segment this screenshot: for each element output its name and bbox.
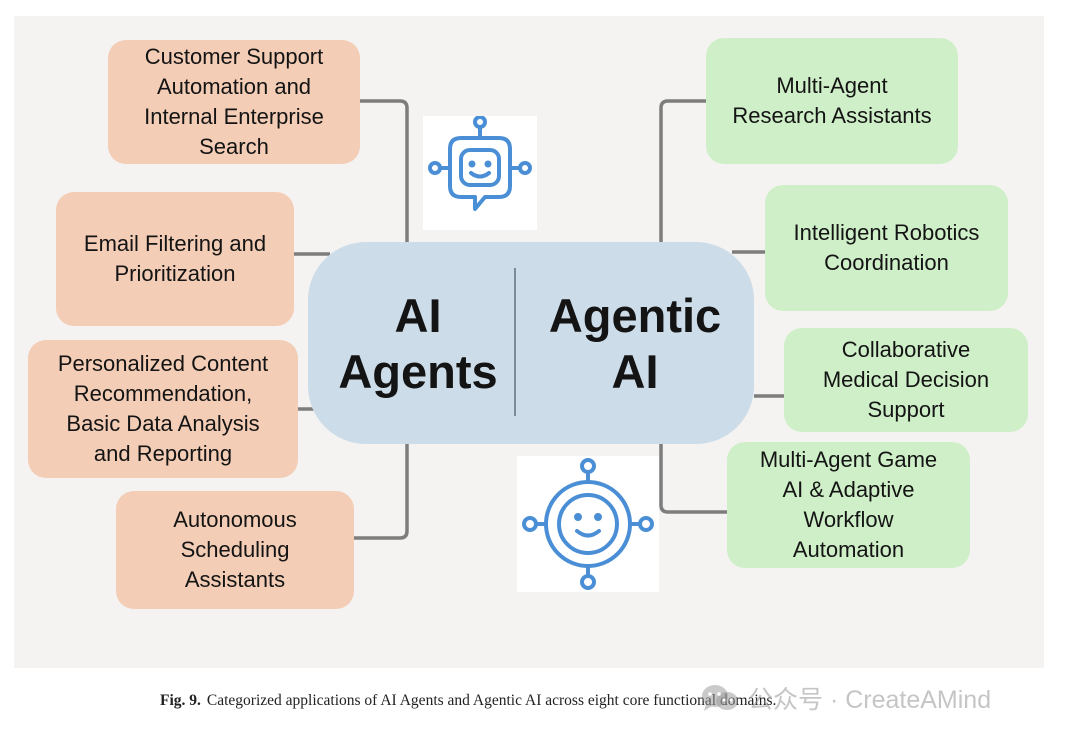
domain-label: Collaborative Medical Decision Support	[822, 337, 990, 422]
hub-title-ai-agents: AI Agents	[338, 289, 498, 398]
caption-label: Fig. 9.	[160, 692, 201, 709]
domain-label: Multi-Agent Research Assistants	[732, 73, 932, 128]
figure-caption: Fig. 9. Categorized applications of AI Ag…	[160, 692, 940, 710]
connector-left-4	[354, 444, 409, 540]
robot-chat-bubble-icon	[423, 115, 537, 230]
domain-box-intelligent-robotics: Intelligent Robotics Coordination	[765, 185, 1008, 311]
domain-box-email-filtering: Email Filtering and Prioritization	[56, 192, 294, 326]
domain-label: Customer Support Automation and Internal…	[144, 44, 324, 159]
wechat-icon	[702, 685, 738, 711]
domain-box-multi-agent-game: Multi-Agent Game AI & Adaptive Workflow …	[727, 442, 970, 568]
caption-text: Categorized applications of AI Agents an…	[206, 692, 777, 709]
watermark-text: 公众号 · CreateAMind	[748, 686, 992, 714]
connector-right-4	[659, 444, 727, 514]
watermark: 公众号 · CreateAMind	[700, 680, 991, 716]
central-hub	[308, 242, 754, 444]
domain-label: Intelligent Robotics Coordination	[793, 220, 980, 275]
domain-label: Email Filtering and Prioritization	[83, 231, 267, 286]
domain-label: Personalized Content Recommendation, Bas…	[57, 351, 269, 466]
hub-divider	[514, 268, 516, 416]
domain-label: Multi-Agent Game AI & Adaptive Workflow …	[759, 447, 938, 562]
domain-box-customer-support: Customer Support Automation and Internal…	[108, 40, 360, 164]
domain-label: Autonomous Scheduling Assistants	[173, 507, 297, 592]
domain-box-personalized-content: Personalized Content Recommendation, Bas…	[28, 340, 298, 478]
connector-right-1	[659, 99, 706, 242]
domain-box-multi-agent-research: Multi-Agent Research Assistants	[706, 38, 958, 164]
domain-box-collaborative-medical: Collaborative Medical Decision Support	[784, 328, 1028, 432]
connector-left-1	[360, 99, 409, 242]
network-smiley-icon	[517, 456, 659, 592]
domain-box-autonomous-scheduling: Autonomous Scheduling Assistants	[116, 491, 354, 609]
hub-title-agentic-ai: Agentic AI	[548, 289, 722, 398]
